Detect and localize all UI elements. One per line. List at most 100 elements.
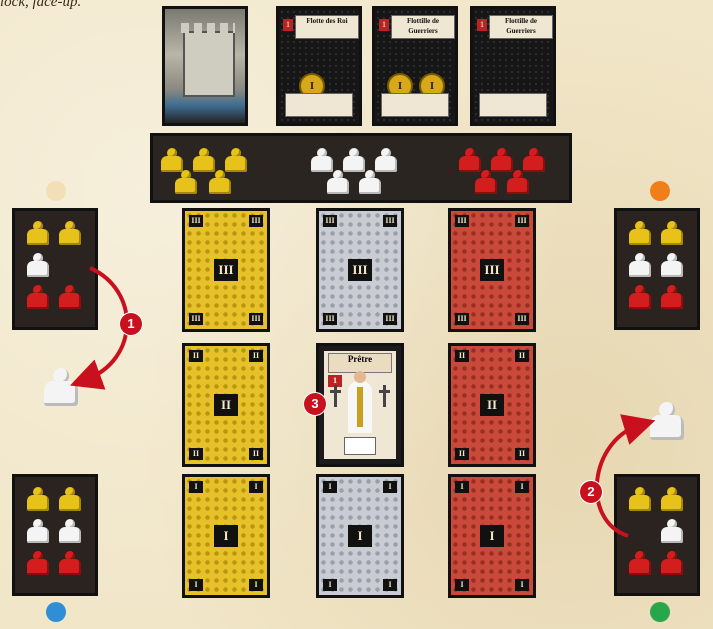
deck-red-I[interactable]: I I I I I (448, 474, 536, 598)
corner-label: I (515, 481, 529, 493)
ship-card-title: Flottille de Guerriers (391, 15, 455, 39)
player-token-beige (46, 181, 66, 201)
white-meeple (629, 253, 651, 277)
deck-level-label: I (348, 525, 372, 547)
player-token-green (650, 602, 670, 622)
red-meeple (661, 285, 683, 309)
yellow-meeple[interactable] (209, 170, 231, 194)
step-marker-3: 3 (304, 393, 326, 415)
cross-icon (383, 385, 386, 407)
card-number: 1 (379, 19, 389, 31)
corner-label: II (455, 350, 469, 362)
ship-card-cost (285, 93, 353, 117)
deck-level-label: II (480, 394, 504, 416)
deck-level-label: III (480, 259, 504, 281)
red-meeple (59, 551, 81, 575)
castle-tower-illustration (183, 31, 235, 97)
red-meeple (629, 551, 651, 575)
yellow-meeple (27, 221, 49, 245)
deck-red-II[interactable]: II II II II II (448, 343, 536, 467)
white-meeple[interactable] (343, 148, 365, 172)
corner-label: III (189, 313, 203, 325)
corner-label: III (515, 215, 529, 227)
corner-label: II (515, 350, 529, 362)
red-meeple (27, 551, 49, 575)
corner-label: III (249, 215, 263, 227)
yellow-meeple (27, 487, 49, 511)
white-meeple[interactable] (359, 170, 381, 194)
player-board-top-left[interactable] (12, 208, 98, 330)
corner-label: II (249, 350, 263, 362)
priest-card[interactable]: Prêtre 1 (316, 343, 404, 467)
white-meeple-moved-left[interactable] (44, 368, 78, 406)
red-meeple[interactable] (459, 148, 481, 172)
white-meeple (661, 253, 683, 277)
corner-label: III (515, 313, 529, 325)
corner-label: III (455, 313, 469, 325)
yellow-meeple[interactable] (161, 148, 183, 172)
deck-level-label: III (214, 259, 238, 281)
white-meeple[interactable] (327, 170, 349, 194)
corner-label: I (323, 579, 337, 591)
deck-yellow-III[interactable]: III III III III III (182, 208, 270, 332)
corner-label: III (249, 313, 263, 325)
card-number: 1 (477, 19, 487, 31)
castle-card[interactable] (162, 6, 248, 126)
red-meeple[interactable] (491, 148, 513, 172)
corner-label: III (383, 215, 397, 227)
yellow-meeple[interactable] (225, 148, 247, 172)
player-token-orange (650, 181, 670, 201)
priest-card-title: Prêtre (328, 353, 392, 373)
deck-red-III[interactable]: III III III III III (448, 208, 536, 332)
red-meeple[interactable] (523, 148, 545, 172)
ship-card-1[interactable]: 1 Flotte des Roi I (276, 6, 362, 126)
red-meeple (59, 285, 81, 309)
white-meeple[interactable] (375, 148, 397, 172)
corner-label: II (455, 448, 469, 460)
red-meeple (661, 551, 683, 575)
deck-level-label: II (214, 394, 238, 416)
yellow-meeple (59, 487, 81, 511)
priest-card-cost (344, 437, 376, 455)
corner-label: I (189, 481, 203, 493)
white-meeple (27, 519, 49, 543)
corner-label: I (455, 579, 469, 591)
player-board-bottom-right[interactable] (614, 474, 700, 596)
corner-label: III (383, 313, 397, 325)
yellow-meeple[interactable] (193, 148, 215, 172)
ship-card-title: Flottille de Guerriers (489, 15, 553, 39)
deck-white-III[interactable]: III III III III III (316, 208, 404, 332)
player-board-bottom-left[interactable] (12, 474, 98, 596)
red-meeple[interactable] (507, 170, 529, 194)
cross-icon (334, 385, 337, 407)
deck-level-label: I (214, 525, 238, 547)
ship-card-2[interactable]: 1 Flottille de Guerriers I I (372, 6, 458, 126)
deck-level-label: I (480, 525, 504, 547)
step-marker-2: 2 (580, 481, 602, 503)
yellow-meeple (661, 221, 683, 245)
corner-label: I (383, 481, 397, 493)
corner-label: III (455, 215, 469, 227)
corner-label: I (383, 579, 397, 591)
step-marker-1: 1 (120, 313, 142, 335)
yellow-meeple (661, 487, 683, 511)
ship-card-cost (381, 93, 449, 117)
deck-yellow-I[interactable]: I I I I I (182, 474, 270, 598)
ship-card-3[interactable]: 1 Flottille de Guerriers (470, 6, 556, 126)
deck-white-I[interactable]: I I I I I (316, 474, 404, 598)
red-meeple[interactable] (475, 170, 497, 194)
white-meeple[interactable] (311, 148, 333, 172)
deck-level-label: III (348, 259, 372, 281)
deck-yellow-II[interactable]: II II II II II (182, 343, 270, 467)
yellow-meeple (629, 221, 651, 245)
white-meeple (59, 519, 81, 543)
white-meeple (27, 253, 49, 277)
ship-card-cost (479, 93, 547, 117)
white-meeple-moved-right[interactable] (650, 402, 684, 440)
yellow-meeple (629, 487, 651, 511)
player-token-blue (46, 602, 66, 622)
corner-label: II (189, 448, 203, 460)
yellow-meeple (59, 221, 81, 245)
player-board-top-right[interactable] (614, 208, 700, 330)
yellow-meeple[interactable] (175, 170, 197, 194)
